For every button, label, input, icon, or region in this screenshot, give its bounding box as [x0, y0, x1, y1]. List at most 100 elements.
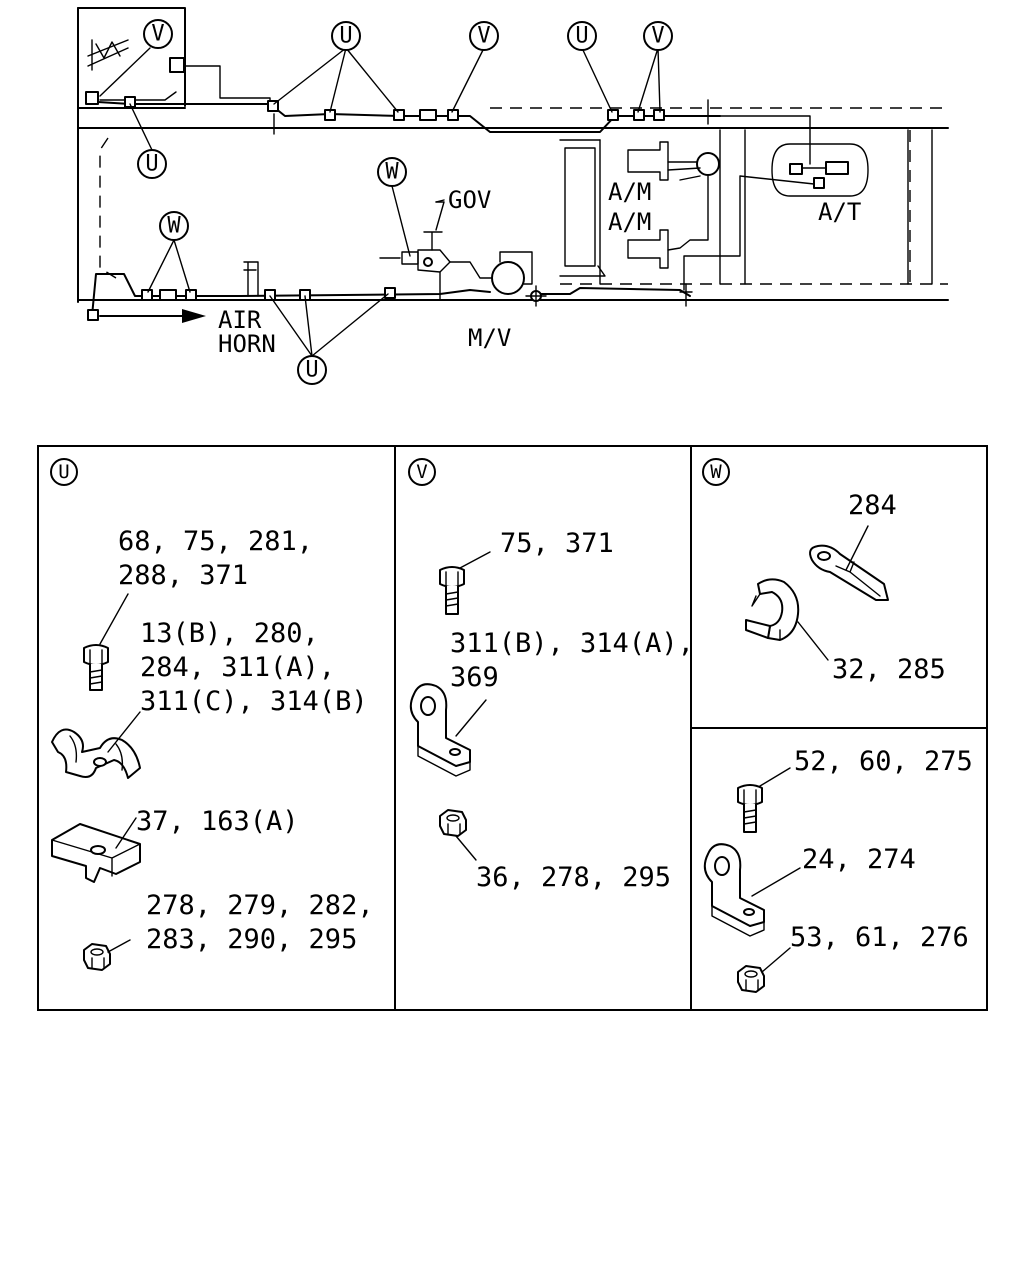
- union-upper: [419, 109, 437, 121]
- pipe-to-at: [719, 115, 811, 165]
- arrow-head: [182, 309, 206, 323]
- double-clip-icon: [51, 728, 141, 779]
- bolt-icon: [83, 644, 109, 691]
- gov-fitting: [379, 251, 419, 265]
- bracket-plate-icon: [51, 823, 141, 883]
- label-am-1: A/M: [608, 178, 651, 206]
- callout-w-2: W: [159, 211, 189, 241]
- cross-member-end: [907, 129, 933, 285]
- panel-w: W 284 32, 285: [702, 458, 946, 685]
- nut-icon: [83, 943, 111, 971]
- at-unit: [771, 143, 869, 197]
- svg-text:U: U: [339, 24, 352, 49]
- label-horn: HORN: [218, 330, 276, 358]
- clip-lower: [264, 289, 276, 301]
- union-lower: [159, 289, 177, 301]
- panel-u: U 68, 75, 281, 288, 371 13(B), 280, 284,…: [50, 458, 374, 971]
- part-label: 53, 61, 276: [790, 922, 969, 953]
- clip-lower: [384, 287, 396, 299]
- parts-table: U 68, 75, 281, 288, 371 13(B), 280, 284,…: [37, 445, 988, 1011]
- part-label: 283, 290, 295: [146, 924, 357, 955]
- svg-text:V: V: [651, 24, 664, 49]
- callout-u-1: U: [331, 21, 361, 51]
- am-valve: [696, 152, 720, 176]
- svg-text:V: V: [477, 24, 490, 49]
- part-label: 288, 371: [118, 560, 248, 591]
- leader: [107, 711, 141, 753]
- leader: [797, 621, 829, 661]
- am-hoses: [667, 161, 701, 181]
- cab-outline: [77, 7, 186, 107]
- part-label: 311(C), 314(B): [140, 686, 368, 717]
- leader: [845, 525, 869, 571]
- horn-tee: [243, 261, 259, 297]
- panel-x: 52, 60, 275 24, 274 53, 61, 276: [703, 746, 973, 993]
- gov-stem: [423, 201, 445, 251]
- panel-v: V 75, 371 311(B), 314(A), 369 36, 278, 2…: [408, 458, 694, 893]
- cab-valve-spring: [95, 41, 121, 59]
- callout-v-3: V: [643, 21, 673, 51]
- svg-text:W: W: [167, 214, 181, 239]
- svg-text:V: V: [416, 461, 427, 483]
- hose-clip-icon: [809, 544, 889, 601]
- label-gov: GOV: [448, 186, 491, 214]
- clip-upper: [653, 109, 665, 121]
- nut-icon: [439, 809, 467, 837]
- callout-u-4: U: [297, 355, 327, 385]
- part-label: 13(B), 280,: [140, 618, 319, 649]
- clip-upper: [607, 109, 619, 121]
- clip-lower: [141, 289, 153, 301]
- svg-text:U: U: [575, 24, 588, 49]
- leader-lines: [99, 47, 661, 357]
- am-link: [667, 175, 709, 251]
- bolt-icon: [439, 566, 465, 615]
- p-clamp-icon: [409, 683, 471, 777]
- part-label: 37, 163(A): [136, 806, 299, 837]
- callout-v-1: V: [143, 19, 173, 49]
- leader: [99, 593, 129, 645]
- part-label: 68, 75, 281,: [118, 526, 313, 557]
- panel-w-tag: W: [702, 458, 730, 486]
- gov-pipe: [449, 261, 493, 279]
- air-inlet: [87, 309, 99, 321]
- part-label: 24, 274: [802, 844, 916, 875]
- mv-tee-cross: [525, 285, 547, 307]
- svg-text:U: U: [58, 461, 69, 483]
- callout-u-3: U: [137, 149, 167, 179]
- part-label: 284, 311(A),: [140, 652, 335, 683]
- at-fitting: [789, 163, 803, 175]
- callout-v-2: V: [469, 21, 499, 51]
- cab-valve: [87, 39, 129, 71]
- clip-upper: [267, 100, 279, 112]
- at-fitting: [813, 177, 825, 189]
- clamp-ring-icon: [745, 578, 800, 641]
- leader: [107, 939, 131, 953]
- master-valve: [491, 261, 525, 295]
- cab-pipe: [99, 91, 177, 101]
- mv-bracket: [499, 251, 533, 285]
- part-label: 369: [450, 662, 499, 693]
- cross-member-center: [559, 139, 606, 277]
- leader: [115, 817, 137, 849]
- leader: [455, 835, 477, 861]
- table-dividers: [394, 446, 987, 1010]
- p-clamp-icon: [703, 843, 765, 937]
- leader: [759, 767, 791, 787]
- clip-upper: [633, 109, 645, 121]
- callout-u-2: U: [567, 21, 597, 51]
- leader: [455, 699, 487, 737]
- clip-upper: [124, 96, 136, 108]
- svg-text:U: U: [145, 152, 158, 177]
- cross-member-rear: [719, 129, 746, 285]
- leader: [761, 947, 791, 973]
- panel-u-tag: U: [50, 458, 78, 486]
- label-at: A/T: [818, 198, 861, 226]
- part-label: 32, 285: [832, 654, 946, 685]
- tee-upper: [697, 99, 719, 125]
- rear-tee: [679, 283, 693, 307]
- part-label: 75, 371: [500, 528, 614, 559]
- leader: [459, 551, 491, 569]
- part-label: 36, 278, 295: [476, 862, 671, 893]
- air-master-lower: [627, 229, 669, 269]
